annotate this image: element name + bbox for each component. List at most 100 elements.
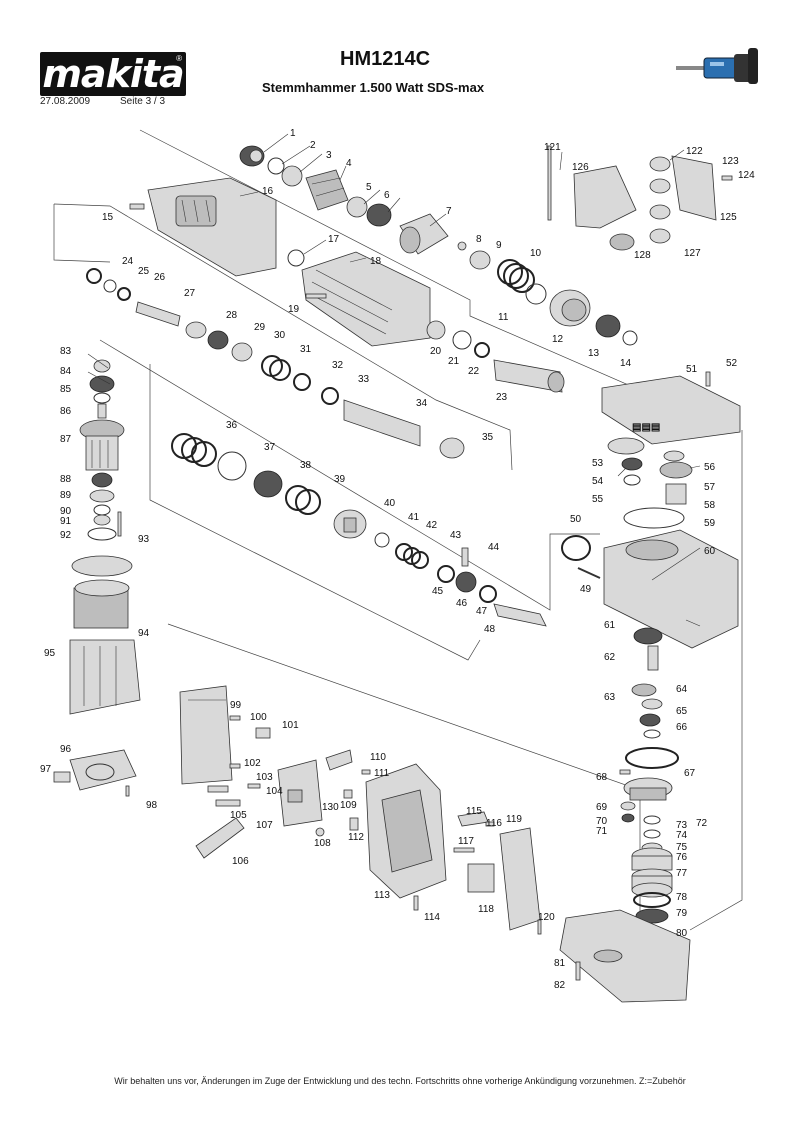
part-number-label: 79 [676, 908, 688, 919]
part-number-label: 12 [552, 334, 564, 345]
part-number-label: 49 [580, 584, 592, 595]
part-63-crank [631, 645, 659, 697]
part-88-bearing [91, 472, 113, 488]
part-number-label: 64 [676, 684, 688, 695]
part-number-label: 61 [604, 620, 616, 631]
part-number-label: 83 [60, 346, 72, 357]
part-123-washer [649, 178, 671, 194]
part-51-cover: ▤▤▤ [601, 375, 741, 445]
part-number-label: 39 [334, 474, 346, 485]
part-39-spring [285, 485, 321, 515]
part-32-o-ring [293, 373, 311, 391]
part-number-label: 93 [138, 534, 150, 545]
part-67-o-ring [625, 747, 679, 769]
part-number-label: 16 [262, 186, 274, 197]
part-125-block [649, 204, 671, 220]
part-66-ring [643, 729, 661, 739]
part-122-nut [649, 156, 671, 172]
part-93-screw [117, 511, 122, 537]
part-number-label: 118 [478, 904, 494, 915]
part-number-label: 68 [596, 772, 608, 783]
part-number-label: 89 [60, 490, 72, 501]
part-number-label: 80 [676, 928, 688, 939]
part-50-o-ring [561, 535, 591, 561]
document-date: 27.08.2009 [40, 96, 91, 107]
part-70-nut [621, 813, 635, 823]
part-number-label: 113 [374, 890, 390, 901]
part-number-label: 82 [554, 980, 566, 991]
part-48-con-rod [493, 603, 547, 627]
part-28-washer [185, 321, 207, 339]
part-109-cap [343, 789, 353, 799]
part-125-band [671, 155, 717, 221]
part-number-label: 104 [266, 786, 283, 797]
part-number-label: 101 [282, 720, 299, 731]
part-number-label: 120 [538, 912, 555, 923]
tool-thumbnail-icon [676, 48, 758, 84]
part-111-pin [361, 769, 371, 775]
part-number-label: 23 [496, 392, 508, 403]
part-number-label: 96 [60, 744, 72, 755]
part-23-tool-holder [493, 359, 565, 393]
part-52-screw [705, 371, 711, 387]
part-number-label: 38 [300, 460, 312, 471]
page-number: Seite 3 / 3 [120, 96, 166, 107]
part-number-label: 62 [604, 652, 616, 663]
part-104-screw [247, 783, 261, 789]
part-number-label: 5 [366, 182, 372, 193]
part-number-label: 77 [676, 868, 688, 879]
part-number-label: 47 [476, 606, 488, 617]
leader-lines [87, 133, 701, 627]
part-number-label: 26 [154, 272, 166, 283]
part-72-gear-carrier [623, 777, 673, 801]
part-78-o-ring [633, 892, 671, 908]
part-number-label: 85 [60, 384, 72, 395]
part-number-label: 74 [676, 830, 688, 841]
part-number-label: 69 [596, 802, 608, 813]
part-number-label: 11 [498, 312, 509, 323]
part-number-label: 127 [684, 248, 701, 259]
part-number-label: 130 [322, 802, 339, 813]
part-number-label: 52 [726, 358, 738, 369]
part-105-spring [215, 799, 241, 807]
part-21-ring [452, 330, 472, 350]
part-58-spring [665, 483, 687, 505]
part-number-label: 27 [184, 288, 196, 299]
part-number-label: 73 [676, 820, 688, 831]
part-45-o-ring [437, 565, 455, 583]
part-number-label: 48 [484, 624, 496, 635]
part-number-label: 22 [468, 366, 480, 377]
part-number-label: 30 [274, 330, 286, 341]
part-37-sleeve [217, 451, 247, 481]
part-92-ring [87, 527, 117, 541]
part-number-label: 71 [596, 826, 608, 837]
part-19-bolt [305, 293, 327, 299]
part-number-label: 44 [488, 542, 500, 553]
part-number-label: 76 [676, 852, 688, 863]
part-128-knob [609, 233, 635, 251]
part-number-label: 99 [230, 700, 242, 711]
part-16-barrel-housing [147, 177, 277, 277]
part-number-label: 128 [634, 250, 651, 261]
part-number-label: 90 [60, 506, 72, 517]
part-number-label: 63 [604, 692, 616, 703]
part-number-label: 19 [288, 304, 300, 315]
part-14-ring [622, 330, 638, 346]
part-5-washer [346, 196, 368, 218]
part-number-label: 108 [314, 838, 331, 849]
part-number-label: 13 [588, 348, 600, 359]
part-number-label: 102 [244, 758, 261, 769]
part-number-label: 50 [570, 514, 582, 525]
part-11-ring [525, 283, 547, 305]
part-17-ring [287, 249, 305, 267]
part-33-o-ring [321, 387, 339, 405]
part-47-o-ring [479, 585, 497, 603]
part-number-label: 56 [704, 462, 716, 473]
part-31-spring [261, 355, 291, 381]
part-40-striker [333, 509, 367, 539]
part-124-screw [721, 175, 733, 181]
part-79-bearing [635, 908, 669, 924]
part-number-label: 117 [458, 836, 474, 847]
part-74-ring [643, 829, 661, 839]
